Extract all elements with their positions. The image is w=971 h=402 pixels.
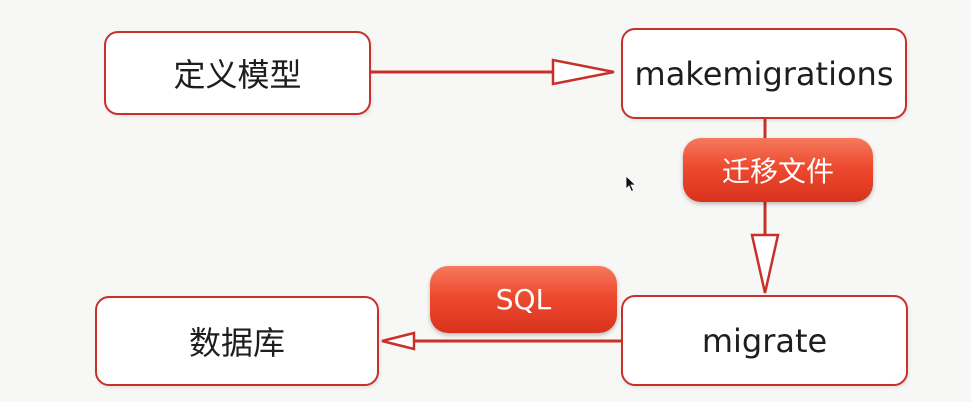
node-makemigrations: makemigrations	[621, 28, 907, 119]
arrow-make-to-migrate-head	[750, 233, 780, 294]
node-database: 数据库	[95, 296, 379, 386]
node-migrate-label: migrate	[701, 321, 828, 360]
edge-label-migration-files-text: 迁移文件	[721, 155, 834, 188]
node-define-model: 定义模型	[104, 31, 371, 115]
edge-label-sql-text: SQL	[495, 283, 552, 316]
arrow-define-to-make-head	[551, 58, 615, 86]
node-database-label: 数据库	[188, 324, 285, 362]
edge-label-sql: SQL	[430, 266, 617, 333]
node-define-model-label: 定义模型	[173, 56, 302, 94]
node-makemigrations-label: makemigrations	[634, 54, 894, 93]
arrow-migrate-to-db-head	[381, 331, 416, 351]
mouse-pointer-icon	[625, 175, 637, 193]
edge-label-migration-files: 迁移文件	[683, 138, 873, 202]
node-migrate: migrate	[621, 295, 908, 386]
